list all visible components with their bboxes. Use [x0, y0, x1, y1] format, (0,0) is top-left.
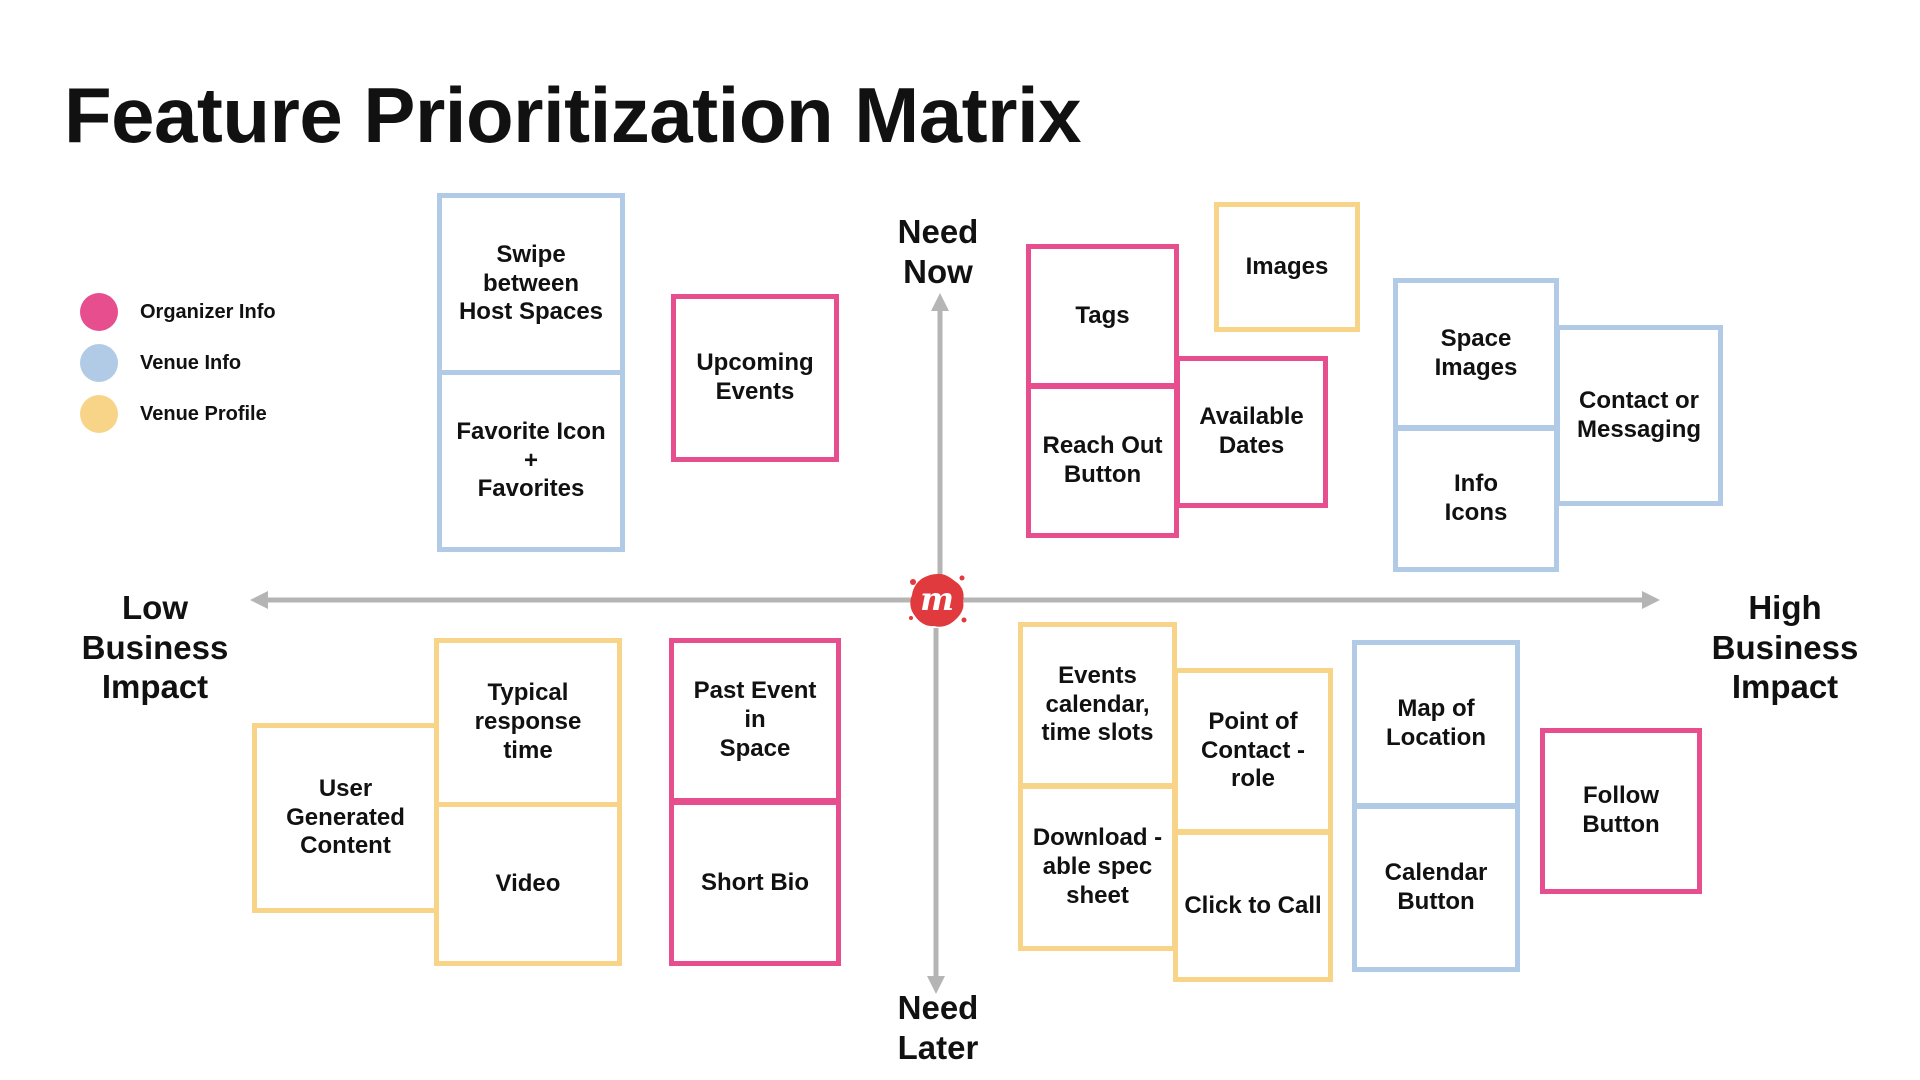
axis-label-need-later: Need Later: [897, 989, 979, 1066]
legend-item-organizer: Organizer Info: [80, 293, 276, 331]
feature-card-click-to-call: Click to Call: [1173, 830, 1333, 982]
feature-card-swipe-host-spaces: Swipe between Host Spaces: [437, 193, 625, 375]
legend-item-venue-info: Venue Info: [80, 344, 241, 382]
feature-card-info-icons: Info Icons: [1393, 426, 1559, 572]
feature-card-follow-button: Follow Button: [1540, 728, 1702, 894]
venue-profile-color-swatch: [80, 395, 118, 433]
feature-card-past-event-in-space: Past Event in Space: [669, 638, 841, 803]
feature-card-tags: Tags: [1026, 244, 1179, 388]
feature-card-images: Images: [1214, 202, 1360, 332]
meetup-logo-icon: m: [909, 573, 967, 627]
legend-item-venue-profile: Venue Profile: [80, 395, 267, 433]
axis-label-high-impact: High Business Impact: [1711, 589, 1859, 706]
organizer-color-swatch: [80, 293, 118, 331]
feature-card-user-generated-content: User Generated Content: [252, 723, 439, 913]
feature-card-upcoming-events: Upcoming Events: [671, 294, 839, 462]
top-arrowhead: [931, 293, 949, 311]
feature-card-favorite-icon: Favorite Icon + Favorites: [437, 370, 625, 552]
feature-card-short-bio: Short Bio: [669, 800, 841, 966]
axis-label-need-now: Need Now: [897, 213, 979, 290]
feature-card-downloadable-spec-sheet: Download - able spec sheet: [1018, 784, 1177, 951]
bottom-arrowhead: [927, 976, 945, 994]
feature-card-map-of-location: Map of Location: [1352, 640, 1520, 808]
legend-label: Venue Info: [140, 351, 242, 374]
feature-card-point-of-contact: Point of Contact - role: [1173, 668, 1333, 834]
legend-label: Organizer Info: [140, 300, 276, 323]
left-arrowhead: [250, 591, 268, 609]
feature-card-events-calendar: Events calendar, time slots: [1018, 622, 1177, 788]
feature-card-calendar-button: Calendar Button: [1352, 804, 1520, 972]
venue-info-color-swatch: [80, 344, 118, 382]
logo-letter: m: [920, 580, 954, 618]
feature-card-reach-out-button: Reach Out Button: [1026, 384, 1179, 538]
axis-label-low-impact: Low Business Impact: [81, 589, 229, 706]
feature-card-typical-response-time: Typical response time: [434, 638, 622, 807]
feature-card-available-dates: Available Dates: [1175, 356, 1328, 508]
feature-card-contact-messaging: Contact or Messaging: [1555, 325, 1723, 506]
feature-card-space-images: Space Images: [1393, 278, 1559, 430]
page-title: Feature Prioritization Matrix: [64, 71, 1082, 159]
right-arrowhead: [1642, 591, 1660, 609]
legend-label: Venue Profile: [140, 402, 267, 425]
feature-card-video: Video: [434, 802, 622, 966]
